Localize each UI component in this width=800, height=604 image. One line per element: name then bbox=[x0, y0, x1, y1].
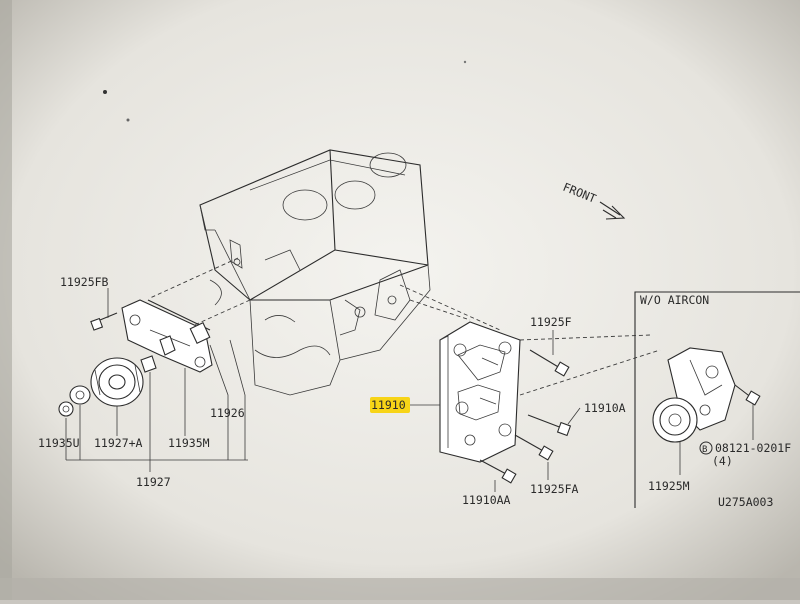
bracket-bolts-drawing bbox=[479, 349, 572, 484]
label-11927: 11927 bbox=[136, 475, 171, 489]
label-qty-4: (4) bbox=[712, 454, 733, 468]
tensioner-assembly-drawing bbox=[58, 299, 213, 417]
drawing-code: U275A003 bbox=[718, 495, 773, 509]
label-11910A: 11910A bbox=[584, 401, 626, 415]
label-11935M: 11935M bbox=[168, 436, 210, 450]
monitor-bezel-bottom bbox=[0, 578, 800, 600]
monitor-bezel-left bbox=[0, 0, 12, 600]
bracket-leader-lines bbox=[410, 330, 581, 492]
label-08121-0201F: 08121-0201F bbox=[715, 441, 791, 455]
highlight-11910 bbox=[370, 397, 410, 413]
label-11910: 11910 bbox=[371, 398, 406, 412]
front-arrow-icon bbox=[599, 201, 626, 220]
label-11925F: 11925F bbox=[530, 315, 572, 329]
label-11925FA: 11925FA bbox=[530, 482, 579, 496]
label-11925M: 11925M bbox=[648, 479, 690, 493]
label-11910AA: 11910AA bbox=[462, 493, 511, 507]
label-bolt-mark: B bbox=[702, 445, 707, 455]
engine-block-drawing bbox=[199, 149, 431, 396]
label-11926: 11926 bbox=[210, 406, 245, 420]
section-title-wo-aircon: W/O AIRCON bbox=[640, 293, 709, 307]
scan-marks bbox=[103, 60, 467, 122]
tensioner-leader-lines bbox=[65, 288, 248, 472]
bolt-marker-b bbox=[699, 441, 713, 455]
label-11925FB: 11925FB bbox=[60, 275, 109, 289]
without-aircon-section bbox=[634, 291, 800, 508]
label-11927-plus-a: 11927+A bbox=[94, 436, 143, 450]
bracket-11910-drawing bbox=[439, 321, 521, 463]
label-11935U: 11935U bbox=[38, 436, 80, 450]
